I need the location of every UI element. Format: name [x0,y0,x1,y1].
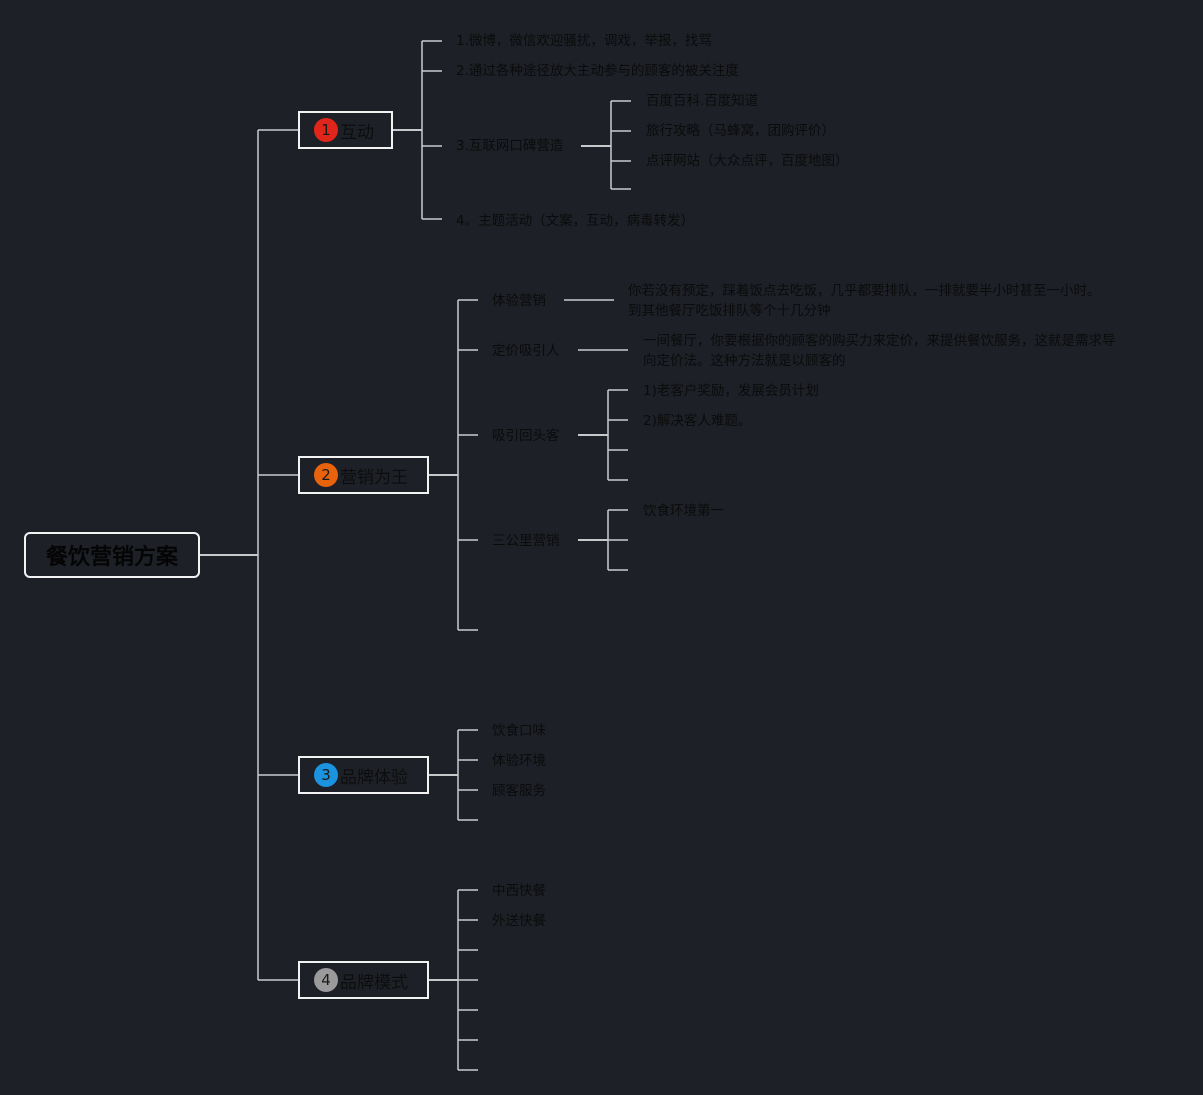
subleaf-item[interactable]: 百度百科.百度知道 [646,93,759,109]
topic-label: 互动 [340,122,374,143]
leaf-item[interactable]: 体验营销 [492,293,546,309]
number-badge-icon: 2 [314,463,338,487]
leaf-item[interactable]: 顾客服务 [492,783,546,799]
note-text: 你若没有预定，踩着饭点去吃饭，几乎都要排队，一排就要半小时甚至一小时。 [628,283,1101,299]
subleaf-item[interactable]: 1)老客户奖励，发展会员计划 [643,383,819,399]
topic-marketing[interactable]: 2 营销为王 [298,456,429,494]
leaf-item[interactable]: 4。主题活动（文案，互动，病毒转发） [456,213,695,229]
topic-brand-experience[interactable]: 3 品牌体验 [298,756,429,794]
root-label: 餐饮营销方案 [45,545,178,570]
number-badge-icon: 3 [314,763,338,787]
leaf-item[interactable]: 3.互联网口碑营造 [456,138,564,154]
leaf-item[interactable]: 吸引回头客 [492,428,560,444]
topic-interaction[interactable]: 1 互动 [298,111,393,149]
topic-label: 品牌模式 [340,972,408,993]
leaf-item[interactable]: 定价吸引人 [492,343,560,359]
topic-label: 品牌体验 [340,767,408,788]
subleaf-item[interactable]: 2)解决客人难题。 [643,413,752,429]
note-text: 向定价法。这种方法就是以顾客的 [643,353,846,369]
leaf-item[interactable]: 体验环境 [492,753,546,769]
number-badge-icon: 4 [314,968,338,992]
leaf-item[interactable]: 1.微博，微信欢迎骚扰，调戏，举报，找骂 [456,33,712,49]
leaf-item[interactable]: 饮食口味 [492,723,546,739]
subleaf-item[interactable]: 饮食环境第一 [643,503,724,519]
subleaf-item[interactable]: 旅行攻略（马蜂窝，团购评价） [646,123,835,139]
number-badge-icon: 1 [314,118,338,142]
leaf-item[interactable]: 2.通过各种途径放大主动参与的顾客的被关注度 [456,63,739,79]
leaf-item[interactable]: 外送快餐 [492,913,546,929]
root-node[interactable]: 餐饮营销方案 [24,532,200,578]
leaf-item[interactable]: 中西快餐 [492,883,546,899]
topic-label: 营销为王 [340,467,408,488]
subleaf-item[interactable]: 点评网站（大众点评，百度地图） [646,153,849,169]
note-text: 到其他餐厅吃饭排队等个十几分钟 [628,303,831,319]
leaf-item[interactable]: 三公里营销 [492,533,560,549]
topic-brand-model[interactable]: 4 品牌模式 [298,961,429,999]
note-text: 一间餐厅，你要根据你的顾客的购买力来定价，来提供餐饮服务，这就是需求导 [643,333,1116,349]
